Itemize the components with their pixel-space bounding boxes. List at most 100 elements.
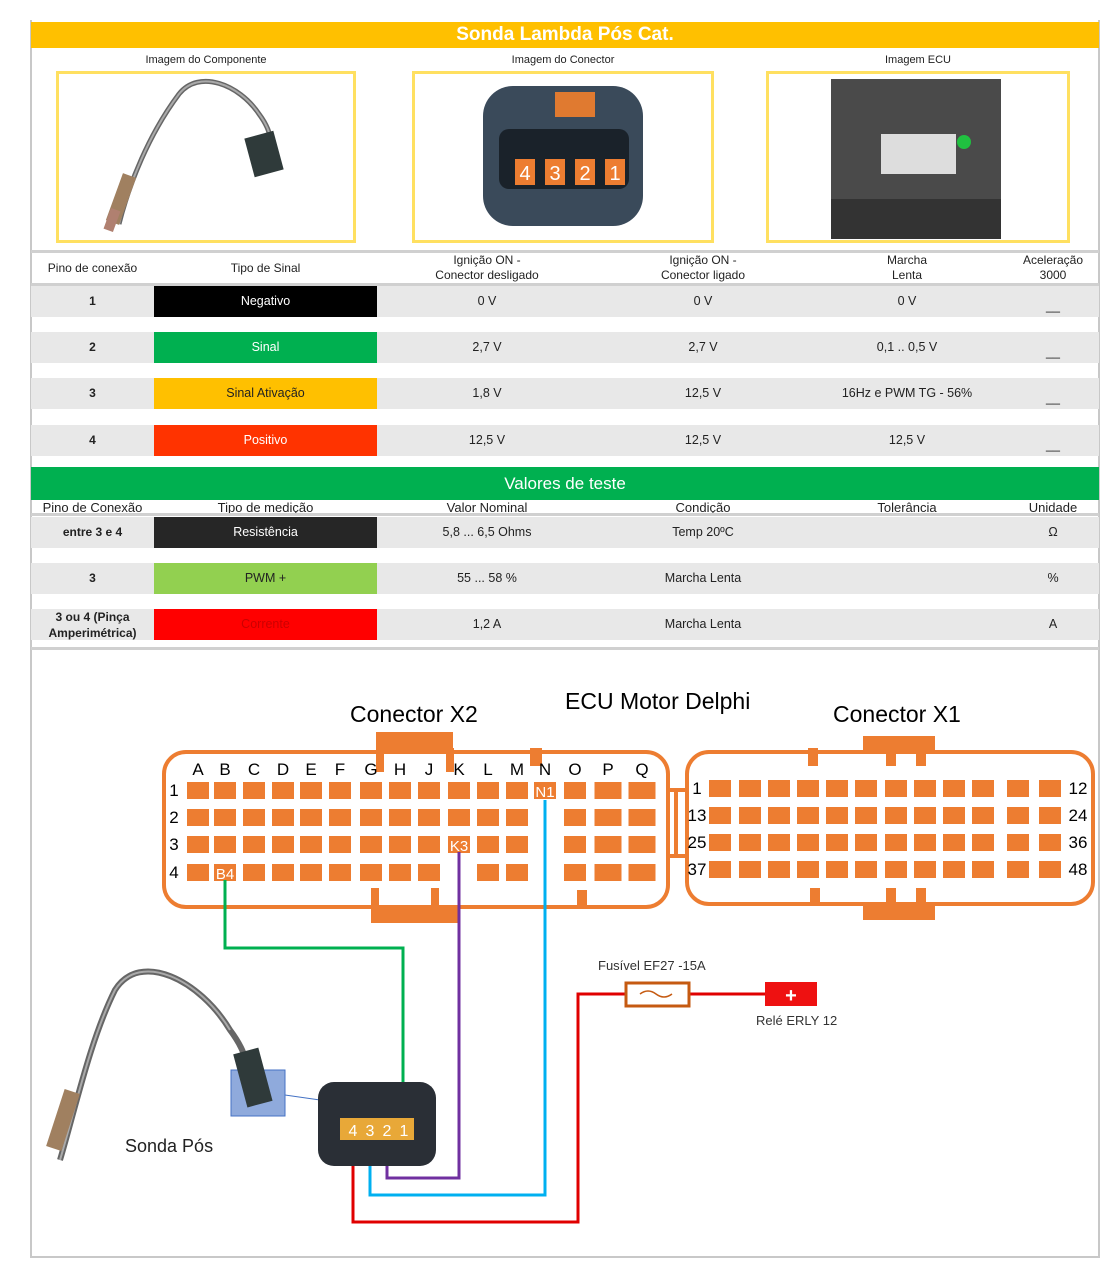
green-wire	[223, 880, 405, 1135]
cell-v1: 12,5 V	[468, 433, 506, 447]
x1-pin	[1039, 861, 1061, 878]
x1-pin	[709, 780, 731, 797]
fuse-label: Fusível EF27 -15A	[598, 958, 706, 973]
x2-column-label: B	[219, 760, 230, 779]
cell-unit: A	[1048, 617, 1058, 631]
cell-type: Resistência	[154, 517, 377, 548]
cell-type: Negativo	[154, 286, 377, 317]
x1-pin	[797, 834, 819, 851]
connector-image-label: Imagem do Conector	[511, 54, 615, 66]
x2-pin-L1	[477, 782, 499, 799]
x1-pin	[709, 807, 731, 824]
table2-header: Unidade	[1028, 500, 1078, 515]
x1-row-label-right: 36	[1069, 833, 1088, 852]
x2-pin-D4	[272, 864, 294, 881]
test-values-title: Valores de teste	[31, 467, 1099, 500]
cell-v2: 0 V	[693, 294, 713, 308]
x2-pin-P1	[594, 782, 622, 799]
sensor-pin-label: 3	[366, 1123, 375, 1140]
x2-column-label: A	[192, 760, 204, 779]
component-image-label: Imagem do Componente	[145, 54, 267, 66]
sensor-pin-label: 4	[349, 1123, 358, 1140]
cell-v3: 16Hz e PWM TG - 56%	[841, 386, 973, 400]
x1-pin	[768, 780, 790, 797]
table2-header: Pino de Conexão	[42, 500, 143, 515]
x2-pin-K2	[448, 809, 470, 826]
table2-header: Valor Nominal	[446, 500, 528, 515]
red-wire	[351, 992, 625, 1224]
table2-header: Condição	[675, 500, 731, 515]
x2-column-label: L	[483, 760, 492, 779]
cell-pin: 3 ou 4 (Pinça Amperimétrica)	[48, 610, 137, 640]
x2-pin-B1	[214, 782, 236, 799]
x2-pin-L4	[477, 864, 499, 881]
x1-pin	[972, 861, 994, 878]
x2-pin-D3	[272, 836, 294, 853]
x2-column-label: Q	[635, 760, 648, 779]
x2-pin-E3	[300, 836, 322, 853]
x1-pin	[914, 861, 936, 878]
x1-pin	[914, 807, 936, 824]
x2-pin-N1	[534, 782, 556, 799]
x1-pin	[797, 807, 819, 824]
x1-pin	[914, 834, 936, 851]
x2-pin-J1	[418, 782, 440, 799]
connector-pin-1	[605, 159, 625, 185]
cell-nominal: 55 ... 58 %	[457, 571, 517, 585]
ecu-picture	[831, 79, 1001, 239]
x1-pin	[1007, 834, 1029, 851]
x2-pin-O4	[564, 864, 586, 881]
x2-pin-Q4	[628, 864, 656, 881]
sensor-pin-label: 1	[400, 1123, 409, 1140]
x1-pin	[972, 780, 994, 797]
cell-type: Sinal Ativação	[154, 378, 377, 409]
x2-column-label: O	[568, 760, 581, 779]
x2-row-label: 4	[169, 863, 178, 882]
cell-pin: 3	[89, 571, 96, 585]
cell-type: Sinal	[154, 332, 377, 363]
x2-pin-Q2	[628, 809, 656, 826]
x2-pin-J3	[418, 836, 440, 853]
x2-row-label: 2	[169, 808, 178, 827]
x1-pin	[739, 861, 761, 878]
cell-v2: 12,5 V	[684, 386, 722, 400]
x1-pin	[1007, 780, 1029, 797]
x2-pin-M3	[506, 836, 528, 853]
cell-v4: __	[1046, 438, 1060, 452]
x2-pin-E1	[300, 782, 322, 799]
x2-pin-M1	[506, 782, 528, 799]
x2-pin-A3	[187, 836, 209, 853]
x2-pin-G1	[360, 782, 382, 799]
x1-row-label-left: 1	[692, 779, 701, 798]
cell-v4: __	[1046, 345, 1060, 359]
x1-pin	[739, 780, 761, 797]
x1-pin	[768, 807, 790, 824]
ecu-image	[766, 71, 1070, 243]
x1-pin	[709, 834, 731, 851]
table1-header: Tipo de Sinal	[230, 261, 301, 275]
cell-pin: entre 3 e 4	[62, 525, 123, 539]
x2-pin-Q3	[628, 836, 656, 853]
x1-pin	[1007, 807, 1029, 824]
divider	[31, 283, 1099, 286]
x2-column-label: E	[305, 760, 316, 779]
table1-header: Pino de conexão	[47, 261, 138, 275]
x1-pin	[768, 861, 790, 878]
x2-pin-H4	[389, 864, 411, 881]
x2-title: Conector X2	[350, 701, 478, 727]
connector-pin-label: 4	[519, 163, 530, 185]
x1-pin	[855, 780, 877, 797]
x2-pin-L2	[477, 809, 499, 826]
relay-label: Relé ERLY 12	[756, 1013, 837, 1028]
x1-pin	[826, 780, 848, 797]
divider	[31, 647, 1099, 650]
cell-v2: 12,5 V	[684, 433, 722, 447]
x1-pin	[1039, 807, 1061, 824]
x1-pin	[1039, 780, 1061, 797]
x1-pin	[1007, 861, 1029, 878]
